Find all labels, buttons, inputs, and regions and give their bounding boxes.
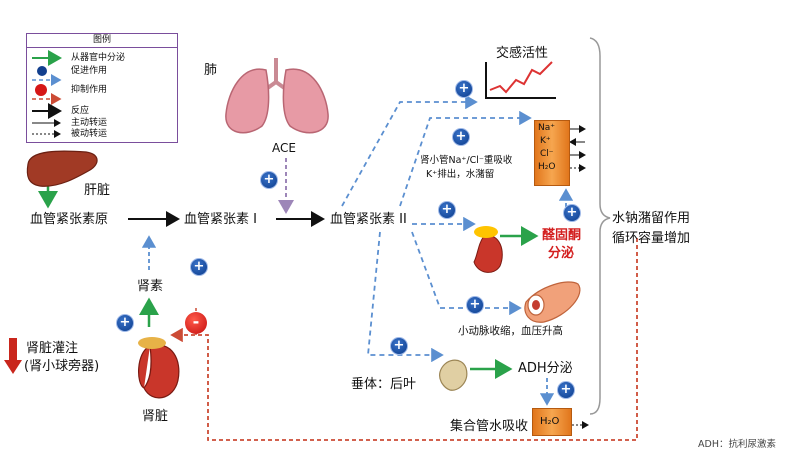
angiotensin-1-label: 血管紧张素 I [184, 212, 257, 227]
pituitary-label: 垂体：后叶 [351, 377, 417, 392]
legend-icons [32, 50, 62, 138]
promote-icon-vessel: + [466, 296, 484, 314]
promote-icon-adrenal: + [438, 201, 456, 219]
tubule-effect-line2: K⁺排出，水潴留 [426, 169, 495, 180]
adh-label: ADH分泌 [518, 361, 573, 376]
decrease-arrow-icon [4, 338, 22, 374]
promote-icon-aldosterone: + [563, 204, 581, 222]
ion-cl: Cl⁻ [540, 149, 554, 159]
legend-item-promote: 促进作用 [71, 66, 108, 76]
collecting-water-label: H₂O [540, 416, 560, 427]
liver-label: 肝脏 [84, 183, 111, 198]
aldosterone-label: 醛固酮 [542, 228, 582, 243]
ion-transport-arrows [569, 125, 586, 172]
footnote: ADH：抗利尿激素 [698, 439, 776, 450]
ion-k: K⁺ [540, 136, 551, 146]
inhibit-icon: - [185, 312, 207, 334]
promote-icon-tubule: + [452, 128, 470, 146]
liver-illustration [26, 150, 98, 187]
promote-icon-pituitary: + [390, 337, 408, 355]
adrenal-kidney-illustration [473, 226, 503, 273]
angiotensin-2-label: 血管紧张素 II [330, 212, 407, 227]
perfusion-sublabel: (肾小球旁器) [24, 359, 100, 374]
promote-icon-sympathetic: + [455, 80, 473, 98]
ace-label: ACE [272, 141, 296, 155]
promote-icon-ace: + [260, 171, 278, 189]
legend-item-active-transport: 主动转运 [71, 118, 108, 128]
collecting-duct-cell [532, 408, 572, 436]
legend-item-passive-transport: 被动转运 [71, 129, 108, 139]
lung-label: 肺 [204, 63, 218, 78]
legend-item-reaction: 反应 [71, 106, 90, 116]
ang2-branch-arrows [341, 94, 532, 363]
summary-line1: 水钠潴留作用 [612, 211, 691, 226]
artery-illustration [524, 281, 581, 323]
legend-title: 图例 [27, 34, 177, 48]
lung-illustration [225, 58, 329, 134]
tubule-cell [534, 120, 570, 186]
summary-bracket [589, 37, 611, 415]
sympathetic-label: 交感活性 [496, 46, 549, 61]
tubule-effect-line1: 肾小管Na⁺/Cl⁻重吸收 [420, 155, 513, 166]
promote-icon-renin: + [190, 258, 208, 276]
sympathetic-chart-icon [485, 61, 556, 99]
aldosterone-secretion-label: 分泌 [548, 246, 575, 261]
summary-line2: 循环容量增加 [612, 231, 691, 246]
pituitary-illustration [439, 359, 468, 391]
ion-water: H₂O [538, 162, 556, 172]
vasoconstriction-label: 小动脉收缩，血压升高 [458, 325, 563, 337]
legend-item-secretion: 从器官中分泌 [71, 53, 126, 63]
kidney-label: 肾脏 [142, 409, 169, 424]
renin-label: 肾素 [137, 279, 164, 294]
kidney-illustration [138, 337, 180, 399]
angiotensinogen-label: 血管紧张素原 [30, 212, 109, 227]
ion-na: Na⁺ [538, 123, 555, 133]
promote-icon-adh: + [557, 381, 575, 399]
collecting-duct-label: 集合管水吸收 [450, 419, 529, 434]
legend: 图例 从器官中分泌 促进作用 抑制作用 反应 主动转运 被动转运 [26, 33, 178, 143]
legend-item-inhibit: 抑制作用 [71, 85, 108, 95]
promote-icon-perfusion: + [116, 314, 134, 332]
negative-feedback-arrow [170, 238, 638, 441]
perfusion-label: 肾脏灌注 [26, 341, 79, 356]
